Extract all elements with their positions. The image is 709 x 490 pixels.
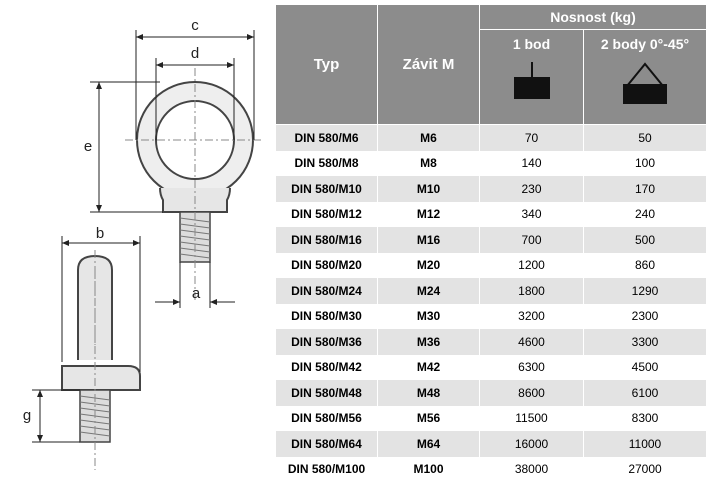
cell-thread: M30 [377, 303, 480, 329]
cell-thread: M10 [377, 176, 480, 202]
dim-label-e: e [84, 138, 92, 155]
cell-thread: M16 [377, 227, 480, 253]
dim-label-b: b [96, 225, 104, 242]
dim-e [90, 81, 163, 213]
cell-one-point: 140 [479, 150, 584, 176]
cell-one-point: 3200 [479, 303, 584, 329]
dim-label-c: c [191, 17, 199, 34]
cell-type: DIN 580/M12 [275, 201, 378, 227]
cell-two-points: 8300 [583, 405, 707, 431]
dim-g [32, 389, 80, 443]
header-two-points-label: 2 body 0°-45° [600, 36, 690, 52]
dim-b [61, 236, 141, 372]
two-point-lift-icon [623, 62, 667, 104]
cell-one-point: 230 [479, 176, 584, 202]
load-capacity-table: Typ Závit M Nosnost (kg) 1 bod 2 body 0°… [275, 4, 707, 482]
cell-two-points: 50 [583, 124, 707, 151]
cell-two-points: 6100 [583, 380, 707, 406]
cell-two-points: 11000 [583, 431, 707, 457]
cell-type: DIN 580/M24 [275, 278, 378, 304]
cell-one-point: 1800 [479, 278, 584, 304]
cell-two-points: 27000 [583, 456, 707, 482]
cell-type: DIN 580/M42 [275, 354, 378, 380]
cell-type: DIN 580/M36 [275, 329, 378, 355]
header-one-point: 1 bod [479, 29, 584, 125]
cell-one-point: 1200 [479, 252, 584, 278]
cell-type: DIN 580/M48 [275, 380, 378, 406]
cell-two-points: 1290 [583, 278, 707, 304]
cell-one-point: 11500 [479, 405, 584, 431]
cell-two-points: 2300 [583, 303, 707, 329]
one-point-lift-icon [513, 62, 550, 99]
cell-one-point: 700 [479, 227, 584, 253]
cell-type: DIN 580/M8 [275, 150, 378, 176]
cell-thread: M56 [377, 405, 480, 431]
cell-thread: M100 [377, 456, 480, 482]
cell-one-point: 340 [479, 201, 584, 227]
header-load-capacity: Nosnost (kg) [479, 4, 707, 30]
center-lines-front [125, 68, 262, 300]
cell-type: DIN 580/M10 [275, 176, 378, 202]
cell-two-points: 4500 [583, 354, 707, 380]
side-view-collar [61, 365, 141, 391]
cell-type: DIN 580/M30 [275, 303, 378, 329]
cell-type: DIN 580/M100 [275, 456, 378, 482]
dim-c [135, 30, 255, 140]
cell-two-points: 170 [583, 176, 707, 202]
cell-one-point: 70 [479, 124, 584, 151]
cell-thread: M24 [377, 278, 480, 304]
header-thread: Závit M [377, 4, 480, 125]
cell-type: DIN 580/M6 [275, 124, 378, 151]
cell-thread: M64 [377, 431, 480, 457]
dim-label-a: a [192, 285, 201, 302]
cell-one-point: 6300 [479, 354, 584, 380]
cell-thread: M20 [377, 252, 480, 278]
cell-thread: M48 [377, 380, 480, 406]
dim-a [155, 262, 235, 308]
cell-thread: M12 [377, 201, 480, 227]
cell-two-points: 500 [583, 227, 707, 253]
cell-two-points: 860 [583, 252, 707, 278]
eye-bolt-drawing: c d e a b g [23, 17, 262, 470]
cell-thread: M36 [377, 329, 480, 355]
dim-d [155, 58, 235, 140]
cell-one-point: 8600 [479, 380, 584, 406]
cell-one-point: 4600 [479, 329, 584, 355]
dim-label-d: d [191, 45, 199, 62]
cell-one-point: 38000 [479, 456, 584, 482]
cell-type: DIN 580/M20 [275, 252, 378, 278]
cell-two-points: 240 [583, 201, 707, 227]
cell-type: DIN 580/M64 [275, 431, 378, 457]
cell-thread: M6 [377, 124, 480, 151]
header-type: Typ [275, 4, 378, 125]
cell-one-point: 16000 [479, 431, 584, 457]
cell-two-points: 3300 [583, 329, 707, 355]
dim-label-g: g [23, 407, 31, 424]
cell-type: DIN 580/M56 [275, 405, 378, 431]
cell-two-points: 100 [583, 150, 707, 176]
cell-thread: M8 [377, 150, 480, 176]
header-two-points: 2 body 0°-45° [583, 29, 707, 125]
cell-thread: M42 [377, 354, 480, 380]
header-one-point-label: 1 bod [512, 36, 551, 52]
cell-type: DIN 580/M16 [275, 227, 378, 253]
